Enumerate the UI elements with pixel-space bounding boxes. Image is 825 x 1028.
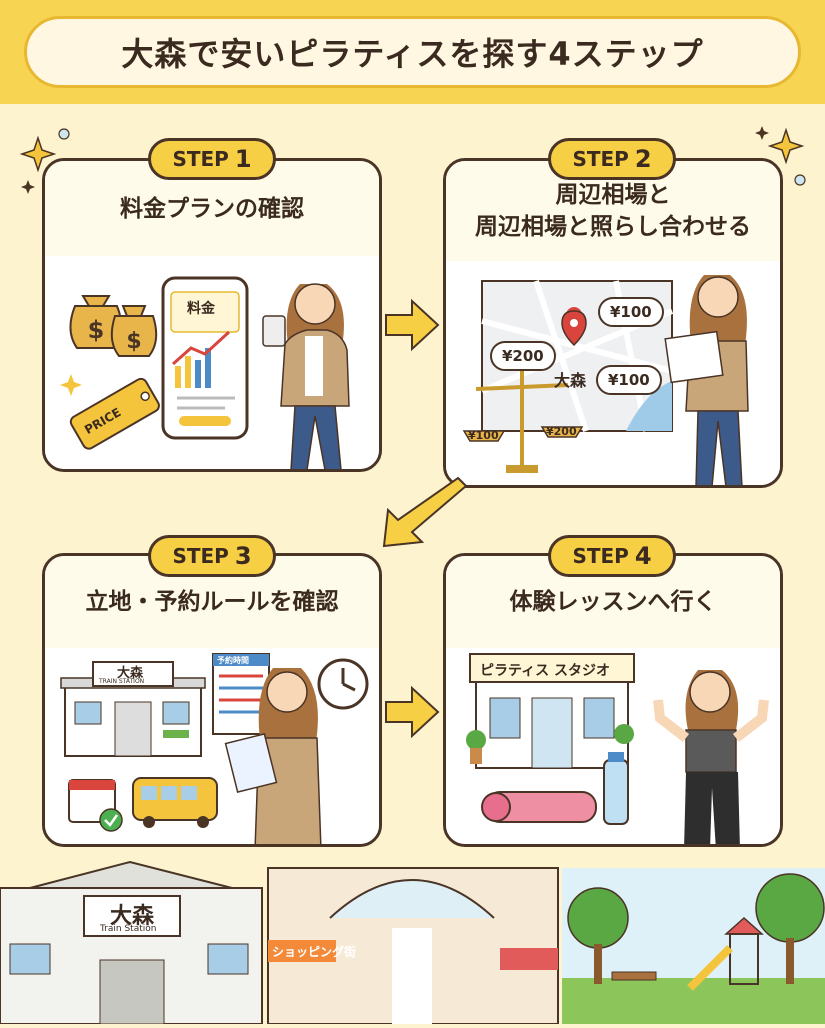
- station-sign-label: 大森: [117, 666, 144, 681]
- scale-left-label: ¥100: [468, 429, 499, 442]
- step-2-title-line2: 周辺相場と照らし合わせる: [475, 214, 751, 240]
- water-bottle-icon: [603, 752, 629, 825]
- sparkle-icon: [19, 128, 70, 194]
- map-pin-icon: [561, 310, 587, 347]
- scale-right-label: ¥200: [546, 425, 577, 438]
- studio-sign-label: ピラティス スタジオ: [480, 663, 611, 679]
- arrow-diagonal-icon: [382, 476, 468, 548]
- balance-scale-icon: [462, 371, 584, 473]
- price-bubble-c: ¥100: [596, 365, 662, 395]
- step-3-title: 立地・予約ルールを確認: [85, 589, 339, 615]
- clock-icon: [317, 658, 369, 710]
- bottom-station-sub: Train Station: [100, 924, 157, 934]
- price-tag-icon: [69, 377, 160, 450]
- step-2-illustration: ¥100 ¥200 ¥100 大森 ¥100 ¥200: [446, 261, 780, 485]
- station-sign-sub: TRAIN STATION: [99, 678, 145, 685]
- map-location-label: 大森: [554, 371, 587, 390]
- money-bag-icon: $ $: [69, 295, 158, 357]
- phone-price-label: 料金: [187, 301, 215, 317]
- title-banner: 大森で安いピラティスを探す4ステップ: [0, 0, 825, 104]
- page-title: 大森で安いピラティスを探す4ステップ: [121, 35, 704, 73]
- step-4-card: 体験レッスンへ行く: [443, 553, 783, 847]
- step-2-card: 周辺相場と 周辺相場と照らし合わせる: [443, 158, 783, 488]
- step-2-title-line1: 周辺相場と: [555, 182, 671, 208]
- woman-flexing-illustration: [653, 670, 769, 844]
- step-3-card: 立地・予約ルールを確認: [42, 553, 382, 847]
- studio-icon: [466, 653, 769, 844]
- schedule-board-label: 予約時間: [217, 656, 249, 665]
- step-1-illustration: $ $: [45, 256, 379, 469]
- svg-text:$: $: [126, 329, 141, 354]
- sparkle-icon: [755, 126, 806, 186]
- arrow-right-icon: [385, 298, 440, 352]
- money-bags-icon: $ $: [60, 276, 350, 469]
- shopping-sign-label: ショッピング街: [272, 945, 357, 959]
- woman-with-tablet-illustration: [224, 668, 322, 844]
- calendar-icon: [68, 779, 123, 832]
- step-3-illustration: 大森 TRAIN STATION 予約時間: [45, 648, 379, 844]
- yoga-mat-icon: [481, 791, 597, 823]
- bus-icon: [132, 777, 218, 828]
- price-bubble-a: ¥100: [598, 297, 664, 327]
- step-1-card: 料金プランの確認 $ $: [42, 158, 382, 472]
- step-4-illustration: ピラティス スタジオ: [446, 648, 780, 844]
- arrow-right-icon: [385, 685, 440, 739]
- step-4-title: 体験レッスンへ行く: [509, 589, 717, 615]
- title-pill: 大森で安いピラティスを探す4ステップ: [24, 16, 801, 88]
- price-bubble-b: ¥200: [490, 341, 556, 371]
- step-1-header: 料金プランの確認: [45, 161, 379, 256]
- bottom-station-label: 大森: [110, 904, 155, 929]
- woman-walking-illustration: [262, 283, 350, 469]
- scenery-illustration: [0, 860, 825, 1025]
- bottom-scenery: 大森 Train Station ショッピング街: [0, 848, 825, 1025]
- woman-reading-map-illustration: [664, 275, 749, 485]
- station-icon: [60, 653, 369, 844]
- svg-text:$: $: [88, 316, 105, 344]
- step-1-title: 料金プランの確認: [120, 195, 304, 222]
